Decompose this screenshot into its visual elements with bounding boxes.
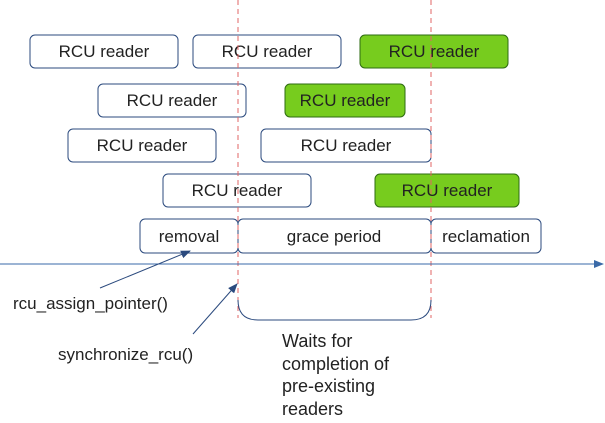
- rcu-reader-box: RCU reader: [192, 34, 342, 69]
- grace-period-label: grace period: [287, 227, 382, 246]
- rcu-reader-label: RCU reader: [389, 42, 480, 61]
- assign-pointer-arrow: [99, 250, 191, 289]
- rcu-reader-label: RCU reader: [127, 91, 218, 110]
- rcu-reader-box-active: RCU reader: [374, 173, 520, 208]
- rcu-reader-label: RCU reader: [97, 136, 188, 155]
- rcu-reader-box: RCU reader: [260, 128, 432, 163]
- reclamation-label: reclamation: [442, 227, 530, 246]
- rcu-reader-label: RCU reader: [59, 42, 150, 61]
- rcu-reader-box: RCU reader: [67, 128, 217, 163]
- rcu-reader-box-active: RCU reader: [359, 34, 509, 69]
- waits-annotation: Waits for completion of pre-existing rea…: [282, 330, 442, 420]
- rcu-reader-label: RCU reader: [222, 42, 313, 61]
- rcu-reader-label: RCU reader: [300, 91, 391, 110]
- reclamation-phase-box: reclamation: [430, 218, 542, 254]
- waits-annotation-line: readers: [282, 398, 344, 419]
- removal-label: removal: [159, 227, 219, 246]
- removal-phase-box: removal: [139, 218, 239, 254]
- waits-annotation-line: pre-existing: [282, 376, 376, 396]
- synchronize-arrow: [192, 283, 238, 335]
- rcu-reader-box: RCU reader: [97, 83, 247, 118]
- waits-annotation-line: Waits for: [282, 331, 353, 351]
- rcu-reader-box: RCU reader: [162, 173, 312, 208]
- rcu-reader-box: RCU reader: [29, 34, 179, 69]
- waits-annotation-line: completion of: [282, 353, 390, 374]
- waits-brace: [237, 299, 432, 321]
- rcu-assign-pointer-label: rcu_assign_pointer(): [13, 294, 168, 313]
- rcu-reader-box-active: RCU reader: [284, 83, 406, 118]
- rcu-reader-label: RCU reader: [301, 136, 392, 155]
- synchronize-rcu-label: synchronize_rcu(): [58, 345, 193, 364]
- rcu-reader-label: RCU reader: [192, 181, 283, 200]
- grace-period-phase-box: grace period: [237, 218, 432, 254]
- rcu-reader-label: RCU reader: [402, 181, 493, 200]
